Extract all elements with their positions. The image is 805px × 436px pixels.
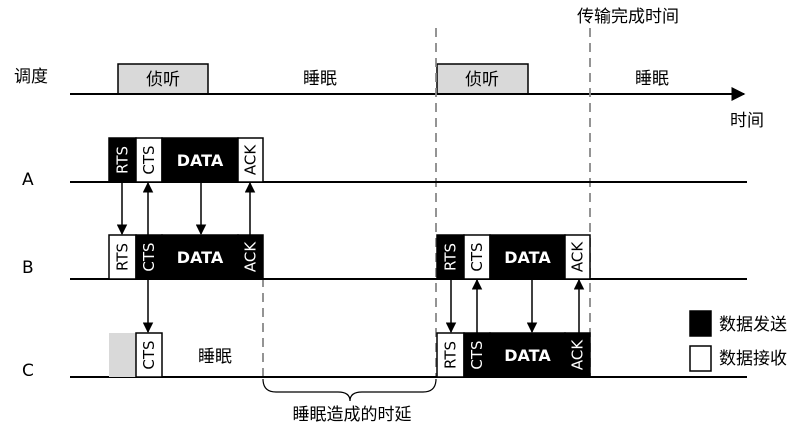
c-sleep-label: 睡眠 bbox=[198, 347, 232, 367]
a-data-text: DATA bbox=[177, 151, 224, 170]
c2-rts-text: RTS bbox=[442, 341, 460, 369]
completion-time-label: 传输完成时间 bbox=[577, 7, 679, 27]
listen-box-2 bbox=[436, 63, 529, 95]
a-ack-text: ACK bbox=[242, 144, 260, 175]
legend-recv-label: 数据接收 bbox=[719, 349, 787, 369]
b1-rts-text: RTS bbox=[114, 243, 132, 271]
row-a-label: A bbox=[22, 170, 34, 190]
b1-rts-frame bbox=[108, 234, 137, 280]
legend-send-label: 数据发送 bbox=[719, 315, 787, 335]
a-cts-text: CTS bbox=[140, 145, 158, 174]
b2-rts-text: RTS bbox=[442, 243, 460, 271]
b1-data-frame bbox=[161, 234, 239, 280]
b2-ack-frame bbox=[564, 234, 591, 280]
a-rts-text: RTS bbox=[114, 146, 132, 174]
c2-cts-frame bbox=[463, 332, 491, 378]
c1-cts-text: CTS bbox=[140, 340, 158, 369]
c2-data-frame bbox=[489, 332, 566, 378]
listen-label-1: 侦听 bbox=[146, 70, 180, 90]
sleep-delay-brace bbox=[262, 378, 437, 402]
c2-data-text: DATA bbox=[504, 346, 551, 365]
b1-cts-text: CTS bbox=[140, 242, 158, 271]
sleep-label-2: 睡眠 bbox=[635, 69, 669, 89]
b2-cts-text: CTS bbox=[468, 242, 486, 271]
row-c-label: C bbox=[22, 361, 34, 381]
c2-ack-frame bbox=[564, 332, 591, 378]
legend-recv-swatch bbox=[689, 345, 712, 372]
b1-ack-frame bbox=[237, 234, 264, 280]
b2-data-text: DATA bbox=[504, 248, 551, 267]
listen-box-1 bbox=[117, 63, 209, 95]
c2-ack-text: ACK bbox=[569, 339, 587, 370]
legend-send-swatch bbox=[689, 310, 712, 337]
b2-cts-frame bbox=[463, 234, 491, 280]
b1-data-text: DATA bbox=[177, 248, 224, 267]
c-missed-listen bbox=[109, 333, 136, 377]
sleep-label-1: 睡眠 bbox=[303, 69, 337, 89]
time-axis-label: 时间 bbox=[730, 111, 764, 131]
sleep-delay-label: 睡眠造成的时延 bbox=[293, 405, 412, 425]
b1-ack-text: ACK bbox=[242, 241, 260, 272]
b2-ack-text: ACK bbox=[569, 241, 587, 272]
row-b-label: B bbox=[22, 258, 34, 278]
schedule-row-label: 调度 bbox=[14, 67, 48, 87]
listen-label-2: 侦听 bbox=[465, 70, 499, 90]
c2-cts-text: CTS bbox=[468, 340, 486, 369]
b1-cts-frame bbox=[135, 234, 163, 280]
